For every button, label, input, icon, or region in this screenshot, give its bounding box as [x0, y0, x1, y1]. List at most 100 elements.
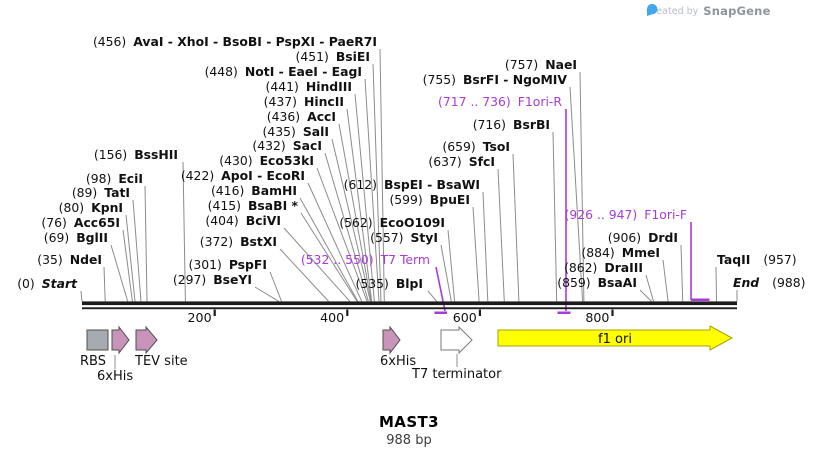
site-label[interactable]: (301)PspFI	[188, 257, 267, 272]
site-connector-line	[132, 199, 142, 302]
site-connector-line	[299, 197, 359, 302]
snapgene-logo-icon	[647, 3, 658, 16]
primer-bar[interactable]	[691, 298, 710, 302]
site-label[interactable]: (0)Start	[17, 276, 78, 291]
site-label[interactable]: (757)NaeI	[505, 57, 577, 72]
site-label[interactable]: (862)DraIII	[564, 260, 643, 275]
site-connector-line	[300, 212, 358, 302]
site-label[interactable]: (637)SfcI	[428, 154, 495, 169]
site-connector-line	[639, 289, 652, 302]
site-label[interactable]: (456)AvaI - XhoI - BsoBI - PspXI - PaeR7…	[93, 34, 377, 49]
site-label[interactable]: (659)TsoI	[442, 139, 510, 154]
feature-arrow-t7-terminator[interactable]	[440, 325, 473, 355]
site-label[interactable]: (535)BlpI	[356, 276, 424, 291]
scale-tick-label: 800	[585, 310, 609, 325]
site-label[interactable]: (612)BspEI - BsaWI	[344, 177, 480, 192]
site-label[interactable]: (562)EcoO109I	[339, 215, 445, 230]
primer-bar[interactable]	[434, 311, 448, 315]
site-label[interactable]: (404)BciVI	[205, 213, 281, 228]
feature-arrow-tev-site[interactable]	[135, 325, 158, 355]
site-label[interactable]: (716)BsrBI	[473, 117, 550, 132]
site-connector-line	[364, 78, 380, 302]
site-label[interactable]: (98)EciI	[86, 171, 143, 186]
feature-arrow-f1-ori[interactable]	[497, 325, 734, 351]
site-label[interactable]: (297)BseYI	[173, 272, 252, 287]
site-label[interactable]: TaqII(957)	[717, 252, 797, 267]
feature-label[interactable]: 6xHis	[380, 354, 416, 369]
site-label[interactable]: (599)BpuEI	[389, 192, 470, 207]
primer-label[interactable]: (532 .. 550)T7 Term	[301, 252, 430, 267]
site-label[interactable]: (441)HindIII	[266, 79, 352, 94]
site-label[interactable]: (430)Eco53kI	[219, 153, 314, 168]
site-label[interactable]: (906)DrdI	[608, 230, 678, 245]
site-label[interactable]: End(988)	[733, 275, 805, 290]
scale-tick-label: 400	[320, 310, 344, 325]
map-length: 988 bp	[386, 433, 432, 448]
map-title: MAST3	[378, 413, 439, 431]
site-connector-line	[110, 244, 129, 302]
site-connector-line	[307, 182, 363, 302]
site-label[interactable]: (69)BglII	[44, 230, 108, 245]
site-connector-line	[715, 266, 717, 302]
site-label[interactable]: (435)SalI	[263, 124, 329, 139]
site-label[interactable]: (156)BssHII	[94, 147, 178, 162]
scale-tick-label: 600	[453, 310, 477, 325]
site-label[interactable]: (416)BamHI	[211, 183, 297, 198]
watermark-brand-label: SnapGene	[703, 4, 771, 18]
feature-arrow-6xhis[interactable]	[111, 325, 130, 355]
site-connector-line	[440, 244, 452, 302]
site-label[interactable]: (76)Acc65I	[41, 215, 120, 230]
site-connector-line	[80, 290, 83, 302]
feature-arrow-6xhis[interactable]	[382, 325, 401, 355]
watermark: Created by SnapGene	[646, 3, 771, 19]
site-connector-line	[512, 153, 520, 302]
site-label[interactable]: (415)BsaBI *	[208, 198, 299, 213]
site-connector-line	[316, 167, 368, 302]
site-label[interactable]: (436)AccI	[267, 109, 336, 124]
feature-label[interactable]: T7 terminator	[411, 367, 502, 382]
primer-bar[interactable]	[557, 311, 571, 315]
site-label[interactable]: (35)NdeI	[37, 252, 102, 267]
site-label[interactable]: (372)BstXI	[200, 234, 277, 249]
site-connector-line	[122, 229, 133, 302]
site-connector-line	[354, 93, 375, 302]
map-backbone-bottom-line	[82, 307, 737, 310]
site-label[interactable]: (448)NotI - EaeI - EagI	[205, 64, 362, 79]
site-connector-line	[482, 191, 489, 302]
site-connector-line	[552, 131, 558, 302]
site-label[interactable]: (437)HincII	[264, 94, 344, 109]
site-connector-line	[645, 274, 654, 302]
site-connector-line	[254, 286, 280, 302]
site-label[interactable]: (432)SacI	[252, 138, 322, 153]
feature-label[interactable]: f1 ori	[598, 332, 632, 347]
site-connector-line	[182, 161, 186, 302]
site-label[interactable]: (80)KpnI	[59, 200, 123, 215]
site-label[interactable]: (557)StyI	[370, 230, 438, 245]
primer-label[interactable]: (717 .. 736)F1ori-R	[438, 94, 562, 109]
site-connector-line	[125, 214, 136, 302]
site-connector-line	[372, 63, 382, 302]
feature-shape-rbs[interactable]	[86, 329, 109, 351]
scale-tick-mark	[213, 309, 216, 316]
site-label[interactable]: (755)BsrFI - NgoMIV	[423, 72, 568, 87]
site-connector-line	[427, 290, 438, 302]
scale-tick-label: 200	[188, 310, 212, 325]
site-connector-line	[331, 138, 371, 302]
site-connector-line	[569, 86, 584, 302]
feature-label[interactable]: TEV site	[134, 354, 188, 369]
site-connector-line	[579, 71, 585, 302]
primer-label[interactable]: (926 .. 947)F1ori-F	[565, 207, 687, 222]
title-block: MAST3 988 bp	[0, 413, 818, 448]
site-label[interactable]: (89)TatI	[72, 185, 130, 200]
site-label[interactable]: (884)MmeI	[581, 245, 660, 260]
feature-label[interactable]: RBS	[80, 354, 106, 369]
site-label[interactable]: (859)BsaAI	[557, 275, 637, 290]
site-label[interactable]: (422)ApoI - EcoRI	[181, 168, 305, 183]
site-connector-line	[447, 229, 456, 302]
site-label[interactable]: (451)BsiEI	[296, 49, 370, 64]
feature-label[interactable]: 6xHis	[97, 369, 133, 384]
site-connector-line	[324, 152, 369, 302]
site-connector-line	[338, 123, 372, 302]
